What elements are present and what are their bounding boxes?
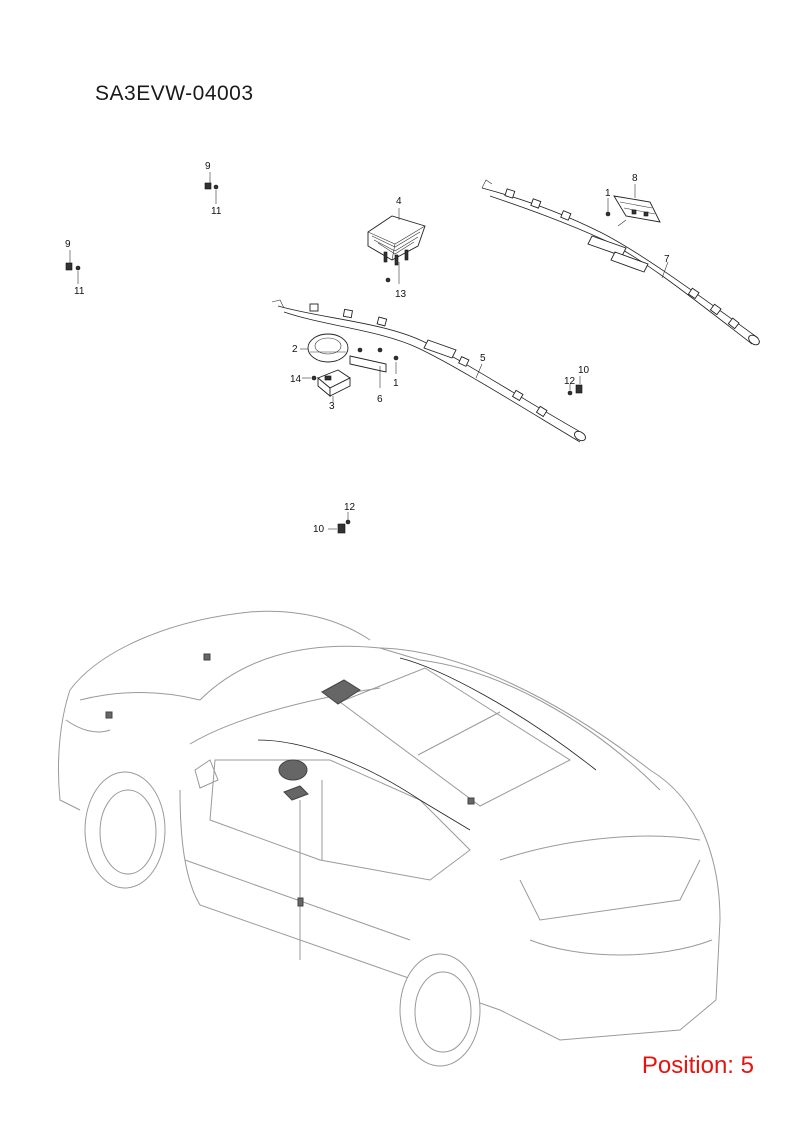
callout-3: 3 xyxy=(329,401,335,412)
callout-8: 8 xyxy=(632,173,638,184)
diagram-code: SA3EVW-04003 xyxy=(95,82,254,105)
callout-4: 4 xyxy=(396,196,402,207)
airbag-control-unit xyxy=(302,369,351,402)
callout-7: 7 xyxy=(664,254,670,265)
callout-1-lower: 1 xyxy=(393,378,399,389)
knee-airbag-bracket xyxy=(349,347,399,388)
callout-12-right: 12 xyxy=(564,376,576,387)
impact-sensor-center xyxy=(328,512,351,534)
impact-sensor-right xyxy=(567,376,583,396)
clip-9-11-upper xyxy=(204,172,219,204)
callout-12-center: 12 xyxy=(344,502,356,513)
callout-11-upper: 11 xyxy=(211,206,222,217)
callout-14: 14 xyxy=(290,374,302,385)
callout-11-left: 11 xyxy=(74,286,85,297)
callout-9-upper: 9 xyxy=(205,161,211,172)
driver-airbag xyxy=(300,333,349,363)
curtain-airbag-left xyxy=(271,299,586,443)
callout-2: 2 xyxy=(292,344,298,355)
curtain-airbag-right xyxy=(481,179,760,346)
side-airbag-bracket xyxy=(605,184,661,227)
callout-13: 13 xyxy=(395,289,407,300)
vehicle-outline xyxy=(57,610,721,1067)
callout-10-center: 10 xyxy=(313,524,325,535)
callout-10-right: 10 xyxy=(578,365,590,376)
callout-1-upper: 1 xyxy=(605,188,611,199)
callout-6: 6 xyxy=(377,394,383,405)
callout-9-left: 9 xyxy=(65,239,71,250)
passenger-airbag-module xyxy=(367,208,426,284)
clip-9-11-left xyxy=(65,250,81,284)
callout-5: 5 xyxy=(480,353,486,364)
position-label: Position: 5 xyxy=(641,1052,754,1079)
